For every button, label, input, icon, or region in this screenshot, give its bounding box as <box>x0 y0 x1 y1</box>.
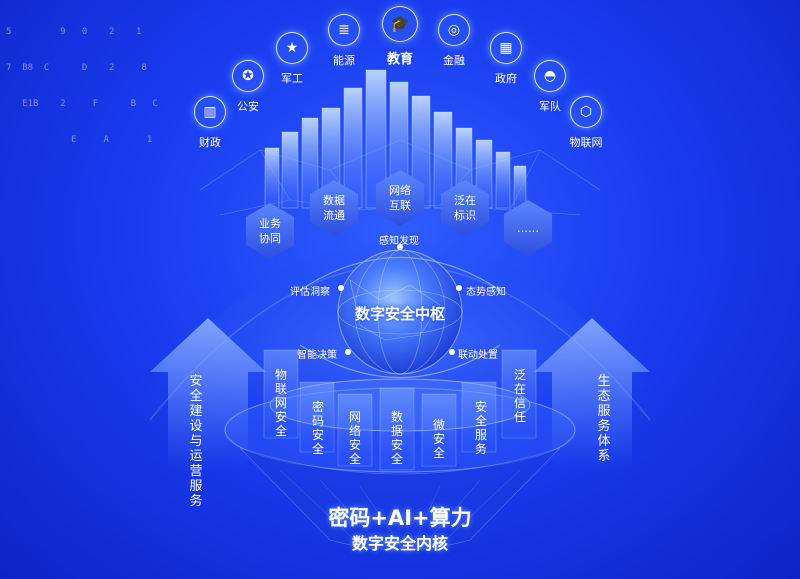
label-perception-discovery: 感知发现 <box>379 236 419 247</box>
pillar-ubiquitous-trust: 泛在信任 <box>513 368 526 424</box>
sector-energy: ≣ 能源 <box>314 14 374 68</box>
sector-label: 物联网 <box>569 136 603 149</box>
energy-icon: ≣ <box>328 14 360 46</box>
pillar-data-security: 数据安全 <box>390 410 403 466</box>
sector-defense-industry: ★ 军工 <box>262 32 322 86</box>
sector-government: ▦ 政府 <box>476 32 536 86</box>
hex-label: 业务协同 <box>259 217 281 245</box>
hex-label: 泛在标识 <box>454 194 476 222</box>
core-subtitle: 数字安全内核 <box>351 534 448 553</box>
police-badge-icon: ✪ <box>232 60 264 92</box>
sector-label: 军队 <box>539 100 561 113</box>
graduation-cap-icon: 🎓 <box>382 6 418 42</box>
government-building-icon: ▦ <box>490 32 522 64</box>
sector-label: 金融 <box>443 54 465 67</box>
iot-network-icon: ⬡ <box>570 96 602 128</box>
bar-chart-icon: ▥ <box>194 96 226 128</box>
sector-education: 🎓 教育 <box>370 6 430 67</box>
hex-label: …… <box>517 221 539 235</box>
sector-label: 教育 <box>386 52 413 67</box>
sphere-title: 数字安全中枢 <box>354 305 445 323</box>
pillar-micro-security: 微安全 <box>432 418 445 460</box>
military-wing-icon: ★ <box>276 32 308 64</box>
sector-army: ◓ 军队 <box>520 60 580 114</box>
code-line: 5 9 0 2 1 <box>6 27 142 37</box>
label-linked-response: 联动处置 <box>458 350 498 361</box>
sector-label: 政府 <box>495 72 517 85</box>
pillar-crypto-security: 密码安全 <box>311 400 324 456</box>
sector-label: 公安 <box>237 100 259 113</box>
coins-icon: ◎ <box>438 14 470 46</box>
pillar-network-security: 网络安全 <box>348 410 361 466</box>
right-side-label: 生态服务体系 <box>597 374 611 464</box>
code-line: E1B 2 F B C <box>6 99 158 109</box>
sector-label: 财政 <box>199 136 221 149</box>
left-side-label: 安全建设与运营服务 <box>189 374 203 509</box>
label-situation-awareness: 态势感知 <box>466 287 506 298</box>
sector-finance: ▥ 财政 <box>180 96 240 150</box>
code-line: 7 B8 C D 2 8 <box>6 63 147 73</box>
hex-label: 网络互联 <box>389 184 411 212</box>
sector-label: 军工 <box>281 72 303 85</box>
core-title: 密码+AI+算力 <box>328 506 472 530</box>
sector-banking: ◎ 金融 <box>424 14 484 68</box>
label-intelligent-decision: 智能决策 <box>297 350 337 361</box>
label-assessment-insight: 评估洞察 <box>290 287 330 298</box>
code-characters: 5 9 0 2 1 7 B8 C D 2 8 E1B 2 F B C E A 1 <box>6 2 158 158</box>
military-cap-icon: ◓ <box>534 60 566 92</box>
code-line: E A 1 <box>6 135 153 145</box>
pillar-security-services: 安全服务 <box>474 400 487 456</box>
hex-label: 数据流通 <box>323 194 345 222</box>
sector-iot: ⬡ 物联网 <box>556 96 616 150</box>
pillar-iot-security: 物联网安全 <box>274 368 287 438</box>
sector-police: ✪ 公安 <box>218 60 278 114</box>
sector-label: 能源 <box>333 54 355 67</box>
